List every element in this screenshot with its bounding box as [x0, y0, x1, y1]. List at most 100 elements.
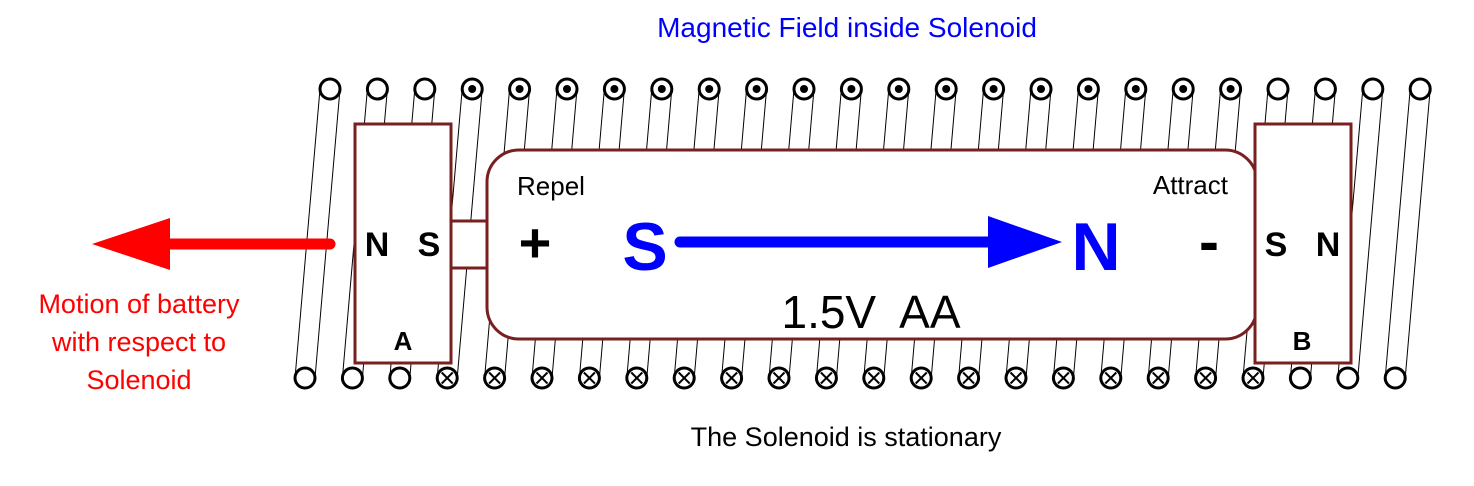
solenoid-turn-cross [1194, 366, 1218, 390]
current-out-dot-icon [894, 85, 903, 93]
current-in-cross-icon [1199, 371, 1212, 385]
solenoid-turn-cross [1146, 366, 1170, 390]
battery-attract-label: Attract [1153, 170, 1229, 200]
solenoid-turn-cross [862, 366, 886, 390]
current-out-dot-icon [847, 85, 856, 93]
solenoid-turn-dot [1124, 77, 1148, 101]
motion-label-line-3: Solenoid [86, 365, 191, 395]
solenoid-turn-dot [745, 77, 769, 101]
current-in-cross-icon [914, 371, 928, 385]
current-out-dot-icon [989, 85, 998, 93]
turn-circle [1288, 366, 1312, 390]
current-out-dot-icon [705, 85, 714, 93]
turn-circle [293, 366, 317, 390]
current-in-cross-icon [1246, 371, 1260, 385]
current-out-dot-icon [942, 85, 951, 93]
current-out-dot-icon [657, 85, 666, 93]
solenoid-turn-cross [435, 366, 459, 390]
solenoid-turn-cross [957, 366, 981, 390]
solenoid-turn-cross [1099, 366, 1123, 390]
solenoid-turn-dot [697, 77, 721, 101]
current-out-dot-icon [563, 85, 571, 93]
current-in-cross-icon [1009, 371, 1023, 385]
turn-circle [1266, 77, 1290, 101]
battery-repel-label: Repel [517, 171, 585, 201]
solenoid-turn-dot [1171, 77, 1195, 101]
current-in-cross-icon [488, 371, 501, 385]
solenoid-turn-dot [887, 77, 911, 101]
solenoid-wire [1404, 88, 1431, 379]
current-in-cross-icon [962, 371, 975, 385]
current-out-dot-icon [800, 85, 808, 93]
current-in-cross-icon [725, 371, 738, 385]
solenoid-turn-cross [530, 366, 554, 390]
solenoid-turn-cross [625, 366, 649, 390]
current-in-cross-icon [677, 371, 691, 385]
current-in-cross-icon [772, 371, 786, 385]
magnet-b-label: B [1293, 326, 1312, 356]
turn-circle [413, 77, 437, 101]
solenoid-turn-cross [720, 366, 744, 390]
solenoid-turn-empty [365, 77, 389, 101]
current-in-cross-icon [1104, 371, 1118, 385]
magnet-a-pole-right: S [418, 226, 441, 264]
current-in-cross-icon [630, 371, 644, 385]
motion-arrow [92, 218, 336, 270]
magnet-a-pole-left: N [365, 226, 390, 264]
turn-circle [388, 366, 412, 390]
solenoid-turn-cross [577, 366, 601, 390]
solenoid-turn-dot [1076, 77, 1100, 101]
current-in-cross-icon [1057, 371, 1070, 385]
solenoid-turn-dot [1219, 77, 1243, 101]
battery-south-pole: S [622, 209, 667, 285]
solenoid-wire [1357, 88, 1384, 379]
solenoid-top-turns [318, 77, 1432, 101]
turn-circle [365, 77, 389, 101]
solenoid-wire [294, 88, 321, 379]
current-out-dot-icon [610, 85, 619, 93]
motion-arrow-head [92, 218, 170, 270]
magnet-a-body [353, 122, 453, 365]
solenoid-turn-empty [293, 366, 317, 390]
solenoid-turn-empty [1383, 366, 1407, 390]
solenoid-turn-cross [909, 366, 933, 390]
diagram-footer: The Solenoid is stationary [691, 422, 1002, 452]
solenoid-turn-cross [1004, 366, 1028, 390]
solenoid-turn-empty [1266, 77, 1290, 101]
turn-circle [1408, 77, 1432, 101]
magnet-b-pole-right: N [1316, 226, 1341, 264]
magnet-a: N S A [353, 122, 453, 365]
solenoid-turn-empty [1288, 366, 1312, 390]
battery-terminal [449, 219, 489, 270]
current-in-cross-icon [820, 371, 833, 385]
solenoid-turn-cross [814, 366, 838, 390]
magnet-b-body [1253, 122, 1353, 365]
battery-positive-sign: + [519, 211, 552, 274]
solenoid-turn-empty [1336, 366, 1360, 390]
solenoid-turn-dot [508, 77, 532, 101]
battery-voltage-label: 1.5V AA [781, 286, 960, 338]
motion-label-line-2: with respect to [51, 327, 226, 357]
diagram-title: Magnetic Field inside Solenoid [657, 12, 1037, 43]
magnet-b-pole-left: S [1265, 226, 1288, 264]
solenoid-bottom-turns [293, 366, 1407, 390]
solenoid-turn-dot [460, 77, 484, 101]
current-out-dot-icon [1037, 85, 1045, 93]
turn-circle [1313, 77, 1337, 101]
solenoid-turn-empty [1361, 77, 1385, 101]
solenoid-turn-dot [934, 77, 958, 101]
turn-circle [1361, 77, 1385, 101]
current-out-dot-icon [1131, 85, 1140, 93]
current-out-dot-icon [752, 85, 761, 93]
solenoid-turn-dot [555, 77, 579, 101]
current-in-cross-icon [440, 371, 454, 385]
current-in-cross-icon [867, 371, 881, 385]
solenoid-turn-empty [1408, 77, 1432, 101]
solenoid-turn-cross [1241, 366, 1265, 390]
current-out-dot-icon [1179, 85, 1188, 93]
current-in-cross-icon [535, 371, 549, 385]
current-out-dot-icon [1084, 85, 1093, 93]
turn-circle [1383, 366, 1407, 390]
solenoid-turn-cross [1051, 366, 1075, 390]
